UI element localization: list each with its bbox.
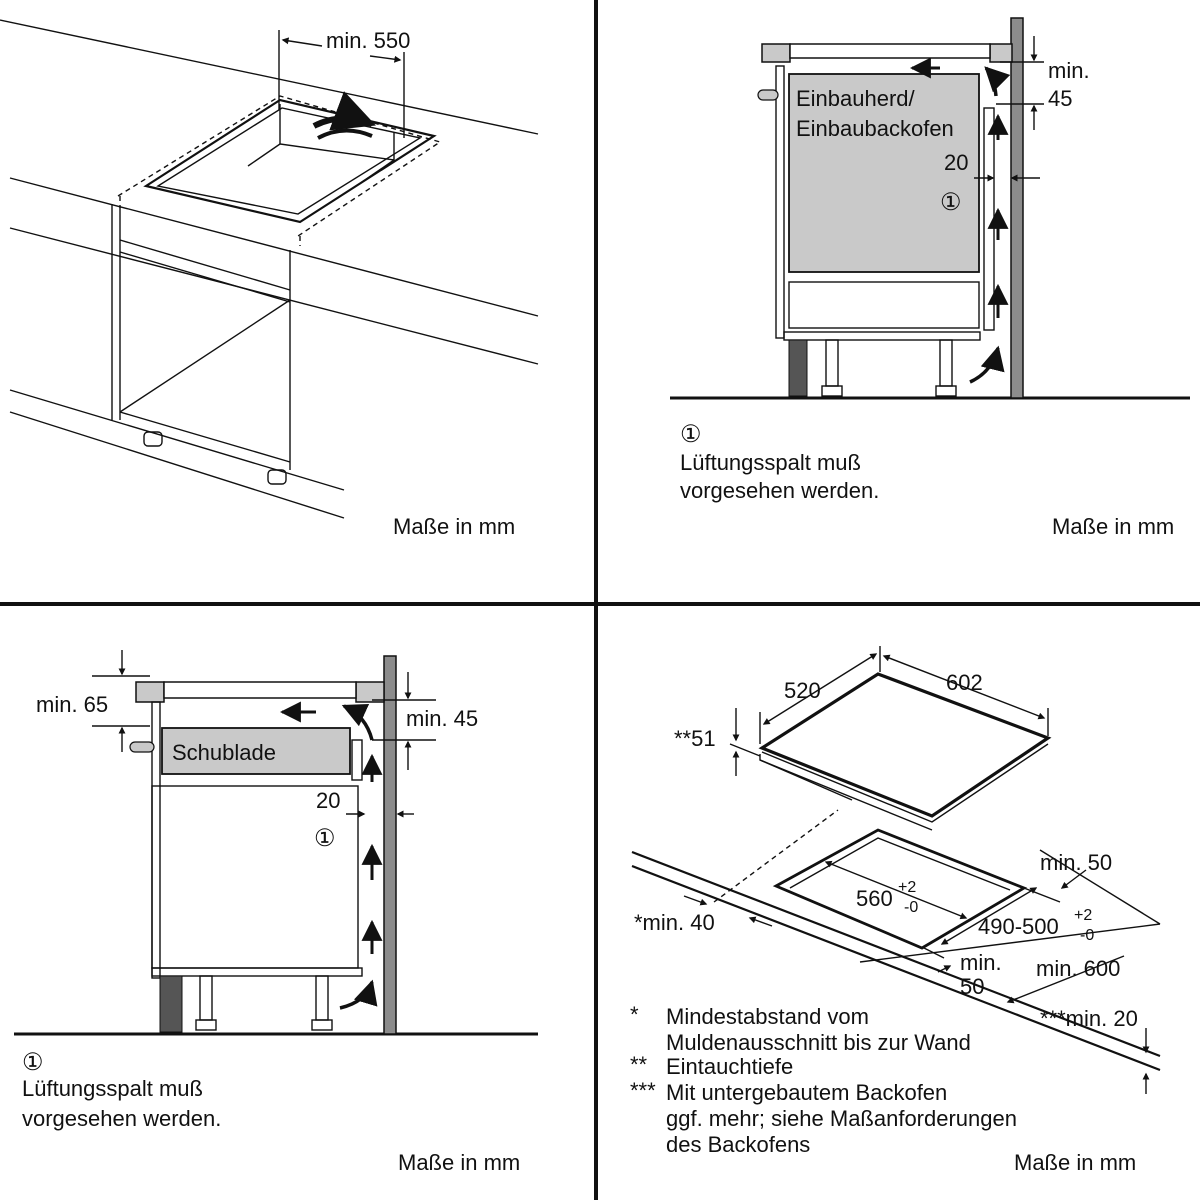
note-marker: ① — [22, 1049, 44, 1076]
note-marker: ① — [680, 421, 702, 448]
units-note: Maße in mm — [398, 1150, 520, 1175]
dim-label: min. 550 — [326, 28, 410, 53]
dim-front-min: min. — [960, 950, 1002, 975]
footnote-1-line-2: Muldenausschnitt bis zur Wand — [666, 1030, 971, 1055]
footnote-3-line-2: ggf. mehr; siehe Maßanforderungen — [666, 1106, 1017, 1131]
wall — [383, 655, 397, 1035]
ventilation-marker: ① — [314, 825, 336, 852]
worktop — [631, 849, 1161, 1072]
dim-rear: min. 50 — [1040, 850, 1112, 875]
note-line-2: vorgesehen werden. — [680, 478, 879, 503]
dim-oven: ***min. 20 — [1040, 1006, 1138, 1031]
dim-top: min. 45 — [406, 706, 478, 731]
cutout-width-value: 560 — [856, 886, 893, 911]
dim-drawer: min. 65 — [36, 692, 108, 717]
drawer-label: Schublade — [172, 740, 276, 765]
dim-depth: 520 — [784, 678, 821, 703]
dim-gap: 20 — [944, 150, 968, 175]
cutout-width: 560 — [856, 886, 893, 911]
panel-top-left: min. 550 Maße in mm — [0, 19, 539, 539]
ventilation-marker: ① — [940, 189, 962, 216]
dim-width: 602 — [946, 670, 983, 695]
dim-top-min: min. — [1048, 58, 1090, 83]
footnotes: * Mindestabstand vom Muldenausschnitt bi… — [630, 1002, 1017, 1157]
appliance-label-1: Einbauherd/ — [796, 86, 916, 111]
drawer — [161, 727, 351, 775]
footnote-3-line-1: Mit untergebautem Backofen — [666, 1080, 947, 1105]
dim-top-value: 45 — [1048, 86, 1072, 111]
note-line-1: Lüftungsspalt muß — [22, 1076, 203, 1101]
worktop-perspective — [0, 19, 539, 519]
footnote-mark-3: *** — [630, 1078, 656, 1103]
note-line-2: vorgesehen werden. — [22, 1106, 221, 1131]
dim-worktop: min. 600 — [1036, 956, 1120, 981]
dim-width-550: min. 550 — [278, 28, 410, 138]
cutout-width-tol-minus: -0 — [904, 899, 918, 916]
oven-body — [788, 73, 980, 273]
wall — [1010, 17, 1024, 399]
note-line-1: Lüftungsspalt muß — [680, 450, 861, 475]
units-note: Maße in mm — [393, 514, 515, 539]
cutout-depth-tol-plus: +2 — [1074, 907, 1092, 924]
panel-top-right: Einbauherd/ Einbaubackofen min. 45 20 ① … — [670, 17, 1190, 539]
dim-gap: 20 — [316, 788, 340, 813]
footnote-1-line-1: Mindestabstand vom — [666, 1004, 869, 1029]
panel-bottom-left: Schublade min. 65 min. 45 20 ① ① Lüftung… — [14, 650, 538, 1175]
cutout-width-tol-plus: +2 — [898, 879, 916, 896]
panel-bottom-right: 520 602 **51 560 +2 -0 490-500 +2 -0 min… — [630, 646, 1161, 1175]
footnote-2-line-1: Eintauchtiefe — [666, 1054, 793, 1079]
dim-immersion: **51 — [674, 726, 716, 751]
appliance-label-2: Einbaubackofen — [796, 116, 954, 141]
footnote-mark-1: * — [630, 1002, 639, 1027]
units-note: Maße in mm — [1052, 514, 1174, 539]
footnote-mark-2: ** — [630, 1052, 648, 1077]
footnote-3-line-3: des Backofens — [666, 1132, 810, 1157]
cutout-depth: 490-500 — [978, 914, 1059, 939]
dim-front-value: 50 — [960, 974, 984, 999]
dim-wall: *min. 40 — [634, 910, 715, 935]
units-note: Maße in mm — [1014, 1150, 1136, 1175]
cutout-depth-tol-minus: -0 — [1080, 927, 1094, 944]
